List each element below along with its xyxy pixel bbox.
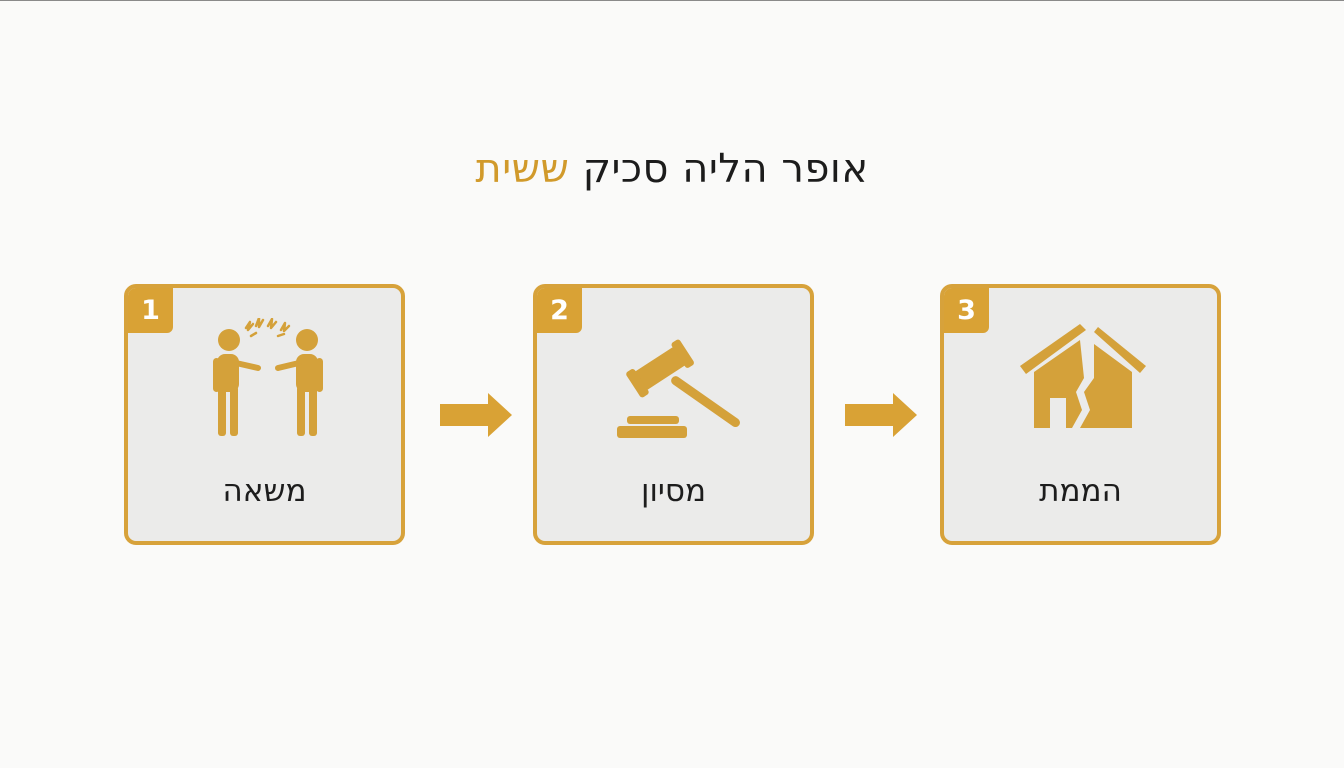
arrow-right-icon bbox=[845, 393, 917, 437]
step-card-1: 1 משאה bbox=[124, 284, 405, 545]
step-card-3: 3 הממת bbox=[940, 284, 1221, 545]
step-label-1: משאה bbox=[222, 473, 307, 509]
title-accent-text: ששית bbox=[475, 146, 570, 192]
arrow-right-icon bbox=[440, 393, 512, 437]
step-number-badge-3: 3 bbox=[944, 288, 989, 333]
step-number-badge-2: 2 bbox=[537, 288, 582, 333]
page-title: אופר הליה סכיק ששית bbox=[0, 141, 1344, 197]
title-main-text: אופר הליה סכיק bbox=[582, 146, 869, 192]
broken-house-icon bbox=[1020, 324, 1146, 428]
top-border-line bbox=[0, 0, 1344, 1]
step-label-2: מסיון bbox=[641, 473, 706, 509]
step-number-badge-1: 1 bbox=[128, 288, 173, 333]
gavel-icon bbox=[617, 339, 740, 438]
step-card-2: 2 מסיון bbox=[533, 284, 814, 545]
arguing-people-icon bbox=[213, 318, 323, 436]
step-label-3: הממת bbox=[1039, 473, 1122, 509]
